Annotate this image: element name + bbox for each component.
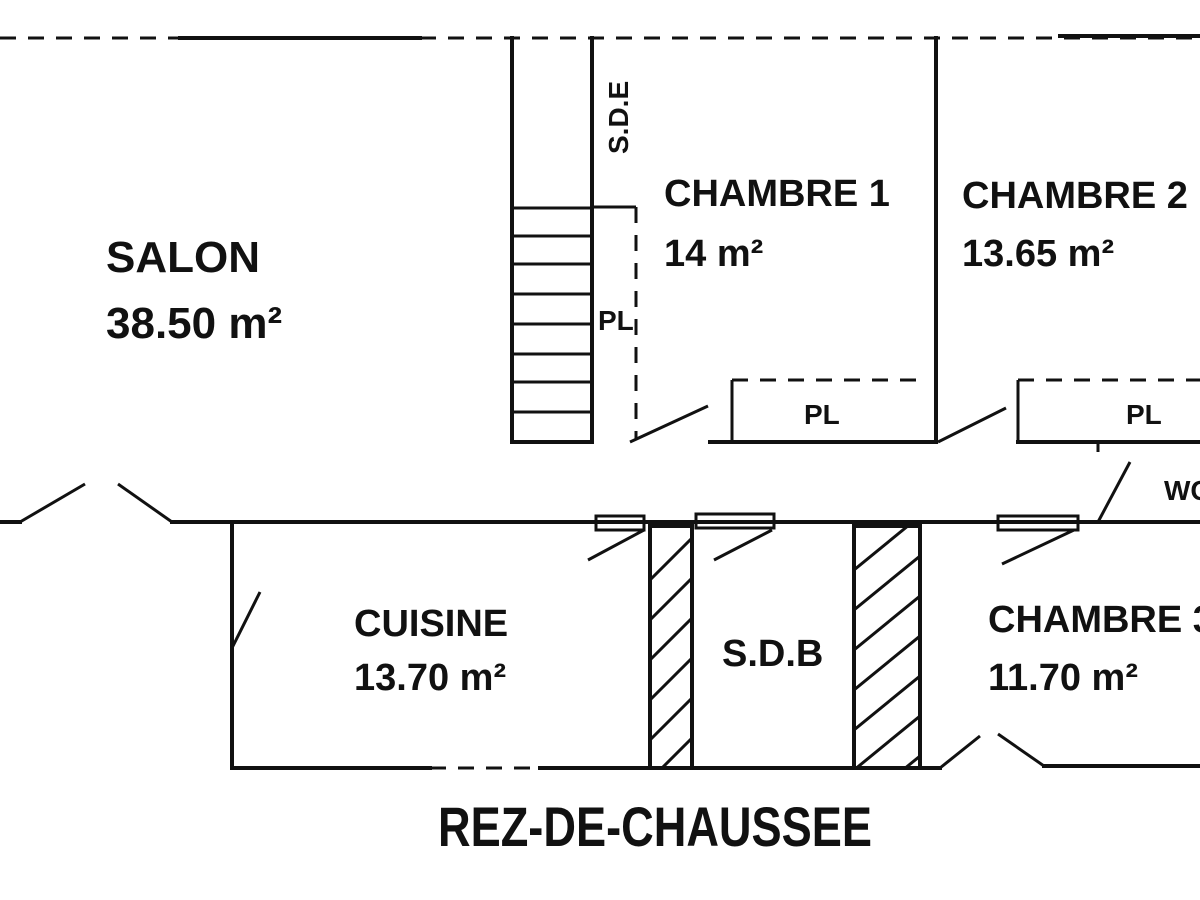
chambre3-walls: [918, 732, 1200, 770]
top-wall: [0, 34, 1200, 40]
chambre2-name: CHAMBRE 2: [962, 175, 1188, 217]
cuisine-walls: [230, 520, 652, 770]
chambre1-walls: [629, 378, 938, 444]
closet-chambre1-label: PL: [804, 399, 840, 430]
cuisine-name: CUISINE: [354, 603, 508, 645]
chambre1-name: CHAMBRE 1: [664, 173, 890, 215]
wc-name: WC: [1164, 475, 1200, 506]
corridor-wall: [0, 482, 1200, 524]
chambre3-name: CHAMBRE 3: [988, 599, 1200, 641]
sdb-name: S.D.B: [722, 633, 823, 675]
chambre3-area: 11.70 m²: [988, 657, 1138, 699]
wc-walls: [1096, 442, 1132, 523]
chambre1-area: 14 m²: [664, 233, 763, 275]
floor-title: REZ-DE-CHAUSSEE: [438, 795, 872, 858]
staircase: [510, 36, 594, 444]
sde-area: [592, 205, 638, 440]
chambre2-walls: [937, 378, 1200, 444]
sdb-walls: [648, 524, 922, 770]
sde-name: S.D.E: [603, 81, 634, 154]
chambre2-area: 13.65 m²: [962, 233, 1114, 275]
salon-name: SALON: [106, 233, 260, 282]
closet-stair-label: PL: [598, 305, 634, 336]
closet-chambre2-label: PL: [1126, 399, 1162, 430]
salon-area: 38.50 m²: [106, 299, 282, 348]
door-frames: [587, 512, 1080, 566]
cuisine-area: 13.70 m²: [354, 657, 506, 699]
